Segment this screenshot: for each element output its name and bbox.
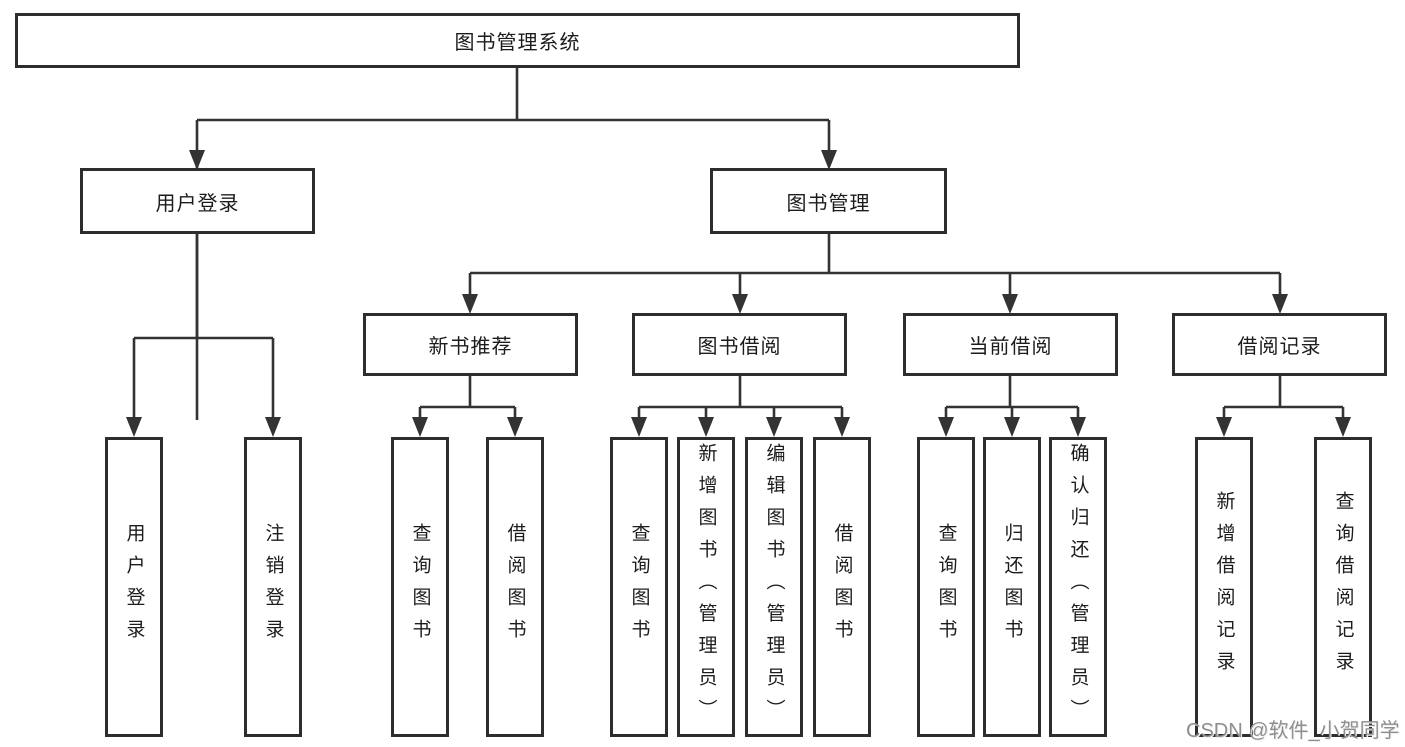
node-book-borrowing: 图书借阅 xyxy=(632,313,847,376)
leaf-bb-borrow-books: 借阅图书 xyxy=(813,437,871,737)
leaf-cb-query-books: 查询图书 xyxy=(917,437,975,737)
leaf-bb-edit-book-admin: 编辑图书（管理员） xyxy=(745,437,803,737)
node-current-borrowing: 当前借阅 xyxy=(903,313,1118,376)
leaf-login: 用户登录 xyxy=(105,437,163,737)
leaf-cb-confirm-return-admin: 确认归还（管理员） xyxy=(1049,437,1107,737)
node-user-login: 用户登录 xyxy=(80,168,315,234)
node-root: 图书管理系统 xyxy=(15,13,1020,68)
leaf-br-query-record: 查询借阅记录 xyxy=(1314,437,1372,737)
leaf-bb-query-books: 查询图书 xyxy=(610,437,668,737)
tree-edges xyxy=(132,68,1345,423)
leaf-logout: 注销登录 xyxy=(244,437,302,737)
node-new-book-recommend: 新书推荐 xyxy=(363,313,578,376)
leaf-nbr-query-books: 查询图书 xyxy=(391,437,449,737)
node-book-management: 图书管理 xyxy=(710,168,947,234)
leaf-bb-add-book-admin: 新增图书（管理员） xyxy=(677,437,735,737)
node-borrow-records: 借阅记录 xyxy=(1172,313,1387,376)
leaf-nbr-borrow-books: 借阅图书 xyxy=(486,437,544,737)
leaf-br-add-record: 新增借阅记录 xyxy=(1195,437,1253,737)
leaf-cb-return-books: 归还图书 xyxy=(983,437,1041,737)
watermark-text: CSDN @软件_小贺同学 xyxy=(1186,720,1400,742)
arrowhead-icons xyxy=(126,150,1351,437)
